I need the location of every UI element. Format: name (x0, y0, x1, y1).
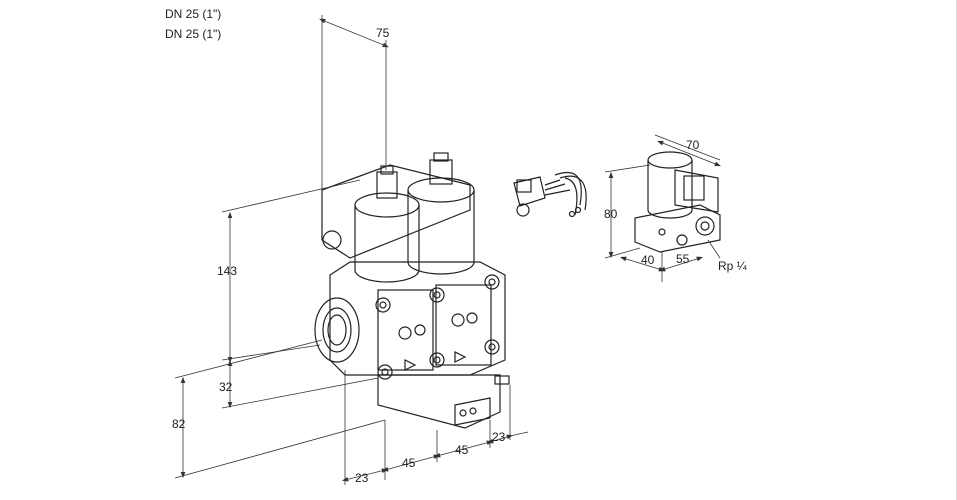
lower-connector (454, 397, 491, 426)
dim-82: 82 (172, 417, 186, 431)
cable-plug (513, 171, 587, 218)
detail-dim-70: 70 (686, 138, 700, 152)
inlet-bore (322, 307, 352, 353)
outlet-size-label: DN 25 (1") (165, 27, 222, 41)
solenoid-coil-2 (407, 152, 475, 275)
dim-23-left: 23 (355, 471, 369, 485)
dim-45-a: 45 (402, 456, 416, 470)
detail-valve (634, 151, 721, 253)
mounting-hole (322, 230, 342, 250)
detail-dim-55: 55 (676, 252, 690, 266)
control-plate-right (435, 284, 492, 366)
back-plate (321, 164, 471, 259)
dim-45-b: 45 (455, 443, 469, 457)
flow-arrow-right (454, 351, 467, 363)
detail-dim-40: 40 (641, 253, 655, 267)
solenoid-coil-1 (354, 165, 420, 283)
dim-32: 32 (219, 380, 233, 394)
dim-143: 143 (217, 264, 237, 278)
inlet-flange (314, 297, 360, 363)
detail-dim-80: 80 (604, 207, 618, 221)
inlet-size-label: DN 25 (1") (165, 7, 222, 21)
main-block (329, 261, 506, 376)
valve-assembly (314, 152, 510, 429)
dim-23-right: 23 (492, 430, 506, 444)
detail-port-label: Rp ¼ (718, 259, 748, 273)
detail-dimensions (604, 134, 721, 282)
flow-arrow-left (404, 359, 417, 371)
dim-75: 75 (376, 26, 390, 40)
main-dimensions (174, 15, 529, 485)
